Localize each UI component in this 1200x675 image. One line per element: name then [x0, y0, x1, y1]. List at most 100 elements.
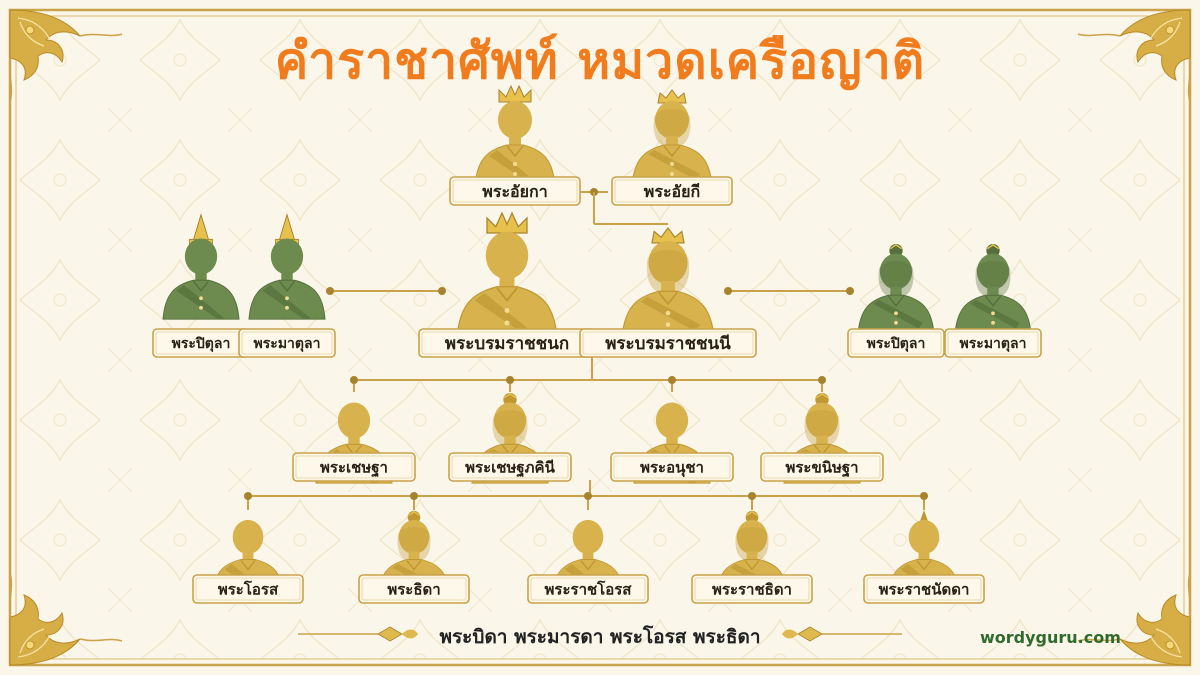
hair-icon	[804, 410, 840, 446]
label-plate	[760, 452, 884, 482]
hair-icon	[492, 410, 528, 446]
neck-icon	[195, 271, 207, 282]
brand-watermark[interactable]: wordyguru.com	[980, 628, 1121, 647]
label-plate	[863, 574, 985, 604]
neck-icon	[499, 275, 515, 288]
children-rail-dot-1	[410, 492, 418, 500]
neck-icon	[661, 280, 675, 293]
figure-aunt-left	[248, 213, 326, 320]
label-mother: พระบรมราชชนนี	[579, 328, 757, 358]
label-plate-inner	[614, 179, 730, 203]
label-plate	[527, 574, 649, 604]
hair-ornament-icon	[408, 510, 420, 516]
neck-icon	[816, 435, 828, 446]
label-plate-inner	[295, 455, 413, 479]
corner-ornament-top-left	[8, 9, 123, 103]
member-label: พระบรมราชชนก	[445, 334, 569, 354]
neck-icon	[408, 551, 420, 561]
member-label: พระขนิษฐา	[785, 458, 858, 477]
hair-icon	[397, 527, 431, 561]
children-rail-dot-0	[244, 492, 252, 500]
button-icon	[894, 320, 898, 325]
label-father: พระบรมราชชนก	[418, 328, 596, 358]
member-label: พระปิตุลา	[172, 336, 231, 352]
hair-icon	[878, 261, 914, 297]
label-royal-grandchild: พระราชนัดดา	[863, 574, 985, 604]
left-link-dot-a	[326, 287, 334, 295]
collar-icon	[580, 559, 596, 571]
figure-uncle-right	[857, 243, 935, 335]
member-label: พระโอรส	[218, 579, 279, 598]
member-label: พระเชษฐภคินี	[465, 458, 555, 477]
label-younger-sister: พระขนิษฐา	[760, 452, 884, 482]
head-icon	[184, 238, 218, 275]
label-plate	[610, 452, 734, 482]
page-title: คำราชาศัพท์ หมวดเครือญาติ	[274, 32, 926, 90]
sibling-rail-dot-2	[668, 376, 676, 384]
label-plate-inner	[582, 331, 754, 355]
head-icon	[232, 519, 264, 555]
button-icon	[991, 311, 995, 316]
member-label: พระราชโอรส	[545, 579, 633, 598]
label-plate-inner	[613, 455, 731, 479]
sash-icon	[648, 150, 700, 180]
outer-frame	[8, 8, 1192, 667]
label-plate	[358, 574, 470, 604]
head-icon	[572, 519, 604, 555]
sash-icon	[873, 300, 923, 329]
button-icon	[665, 310, 671, 316]
neck-icon	[348, 435, 360, 446]
hair-ornament-icon	[503, 393, 517, 399]
member-label: พระเชษฐา	[320, 458, 388, 477]
member-label: พระราชนัดดา	[879, 580, 970, 598]
head-icon	[648, 240, 688, 285]
collar-icon	[916, 559, 932, 571]
neck-icon	[890, 286, 902, 297]
left-link-dot-b	[438, 287, 446, 295]
label-plate	[944, 328, 1042, 358]
sibling-rail-dot-1	[506, 376, 514, 384]
label-aunt-left: พระมาตุลา	[238, 328, 336, 358]
footer-caption: พระบิดา พระมารดา พระโอรส พระธิดา	[439, 626, 761, 648]
neck-icon	[746, 551, 758, 561]
label-plate-inner	[195, 577, 301, 601]
collar-icon	[506, 145, 524, 158]
label-plate-inner	[947, 331, 1039, 355]
head-icon	[270, 238, 304, 275]
label-plate-inner	[694, 577, 810, 601]
figure-grandmother	[631, 89, 713, 187]
head-icon	[337, 402, 371, 439]
label-plate	[579, 328, 757, 358]
label-aunt-right: พระมาตุลา	[944, 328, 1042, 358]
corner-ornament-bottom-right	[1077, 572, 1192, 666]
hair-icon	[975, 261, 1011, 297]
head-icon	[976, 253, 1010, 290]
hair-ornament-icon	[889, 244, 903, 250]
label-plate-inner	[451, 455, 569, 479]
neck-icon	[509, 136, 521, 146]
label-younger-brother: พระอนุชา	[610, 452, 734, 482]
children-rail-dot-4	[920, 492, 928, 500]
button-icon	[504, 320, 510, 326]
children-rail-dot-2	[584, 492, 592, 500]
member-label: พระราชธิดา	[712, 580, 792, 598]
corner-ornament-bottom-left	[8, 572, 123, 666]
collar-icon	[658, 291, 678, 306]
collar-icon	[278, 280, 296, 292]
collar-icon	[192, 280, 210, 292]
hair-ornament-icon	[815, 393, 829, 399]
button-icon	[670, 162, 674, 166]
head-icon	[498, 101, 532, 139]
right-link-dot-a	[724, 287, 732, 295]
hair-icon	[653, 109, 691, 146]
head-icon	[908, 519, 940, 555]
head-icon	[655, 101, 689, 139]
sash-icon	[970, 300, 1020, 329]
label-grandmother: พระอัยกี	[611, 176, 733, 206]
button-icon	[665, 322, 671, 327]
member-label: พระอนุชา	[640, 458, 704, 477]
member-label: พระอัยกา	[482, 182, 547, 201]
collar-icon	[744, 559, 760, 571]
